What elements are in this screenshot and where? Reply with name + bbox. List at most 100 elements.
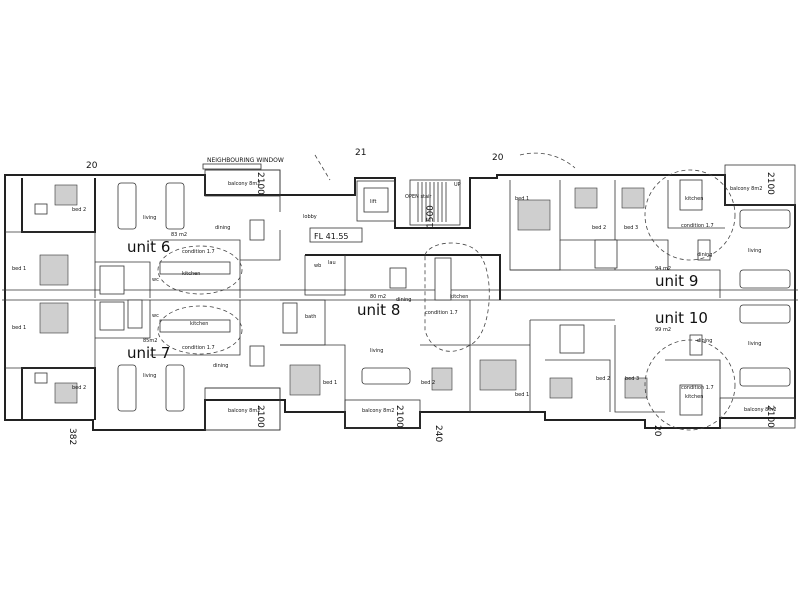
unit-10-title: unit 10 bbox=[655, 309, 708, 327]
dim-label: 2100 bbox=[255, 405, 265, 428]
dim-label: 20 bbox=[492, 153, 504, 163]
lift-shaft bbox=[356, 180, 396, 222]
balcony-label: balcony 8m2 bbox=[228, 181, 260, 187]
balcony-unit10 bbox=[719, 397, 796, 429]
balcony-unit8 bbox=[344, 399, 421, 429]
room-label: bath bbox=[305, 314, 316, 320]
lobby-label: lobby bbox=[303, 214, 317, 220]
bed-1-unit6-icon bbox=[39, 254, 69, 286]
dim-label: 2100 bbox=[255, 172, 265, 195]
unit-8-title: unit 8 bbox=[357, 301, 400, 319]
dining-table-unit8-icon bbox=[389, 267, 407, 289]
bed-1-unit7-icon bbox=[39, 302, 69, 334]
room-label: kitchen bbox=[450, 294, 468, 300]
room-label: wb bbox=[314, 263, 321, 269]
bed-2-unit10-icon bbox=[549, 377, 573, 399]
room-label: bed 1 bbox=[12, 266, 26, 272]
unit-9-title: unit 9 bbox=[655, 272, 698, 290]
kitchen-unit9-icon bbox=[679, 179, 703, 211]
dining-table-unit9-icon bbox=[697, 239, 711, 261]
room-label: wc bbox=[152, 277, 159, 283]
room-label: kitchen bbox=[190, 321, 208, 327]
balcony-unit9 bbox=[724, 164, 796, 206]
kitchen-bench-unit8-icon bbox=[434, 257, 452, 301]
room-label: bed 3 bbox=[625, 376, 639, 382]
stair-up-label: UP bbox=[454, 182, 461, 188]
sofa-unit9-b-icon bbox=[739, 269, 791, 289]
condition-zone-unit7 bbox=[157, 305, 243, 355]
neighbouring-window-label: NEIGHBOURING WINDOW bbox=[207, 157, 284, 164]
sofa-unit8-icon bbox=[361, 367, 411, 385]
floor-level-tag bbox=[309, 227, 363, 243]
room-label: wc bbox=[152, 313, 159, 319]
room-label: living bbox=[370, 348, 383, 354]
bathtub-unit8-icon bbox=[282, 302, 298, 334]
dim-label: 240 bbox=[433, 425, 443, 442]
dim-label: 21 bbox=[355, 148, 366, 158]
room-label: bed 2 bbox=[72, 385, 86, 391]
unit-7-title: unit 7 bbox=[127, 344, 170, 362]
bed-2-unit8-icon bbox=[431, 367, 453, 391]
unit-6-area: 83 m2 bbox=[171, 232, 187, 238]
room-label: bed 1 bbox=[515, 392, 529, 398]
dining-table-unit10-icon bbox=[689, 334, 703, 356]
dim-label: 2100 bbox=[765, 172, 775, 195]
desk-unit6-icon bbox=[34, 203, 48, 215]
room-label: condition 1.7 bbox=[182, 345, 215, 351]
bed-3-unit9-icon bbox=[621, 187, 645, 209]
room-label: dining bbox=[213, 363, 228, 369]
room-label: dining bbox=[396, 297, 411, 303]
desk-unit7-icon bbox=[34, 372, 48, 384]
room-label: bed 2 bbox=[72, 207, 86, 213]
room-label: bed 3 bbox=[624, 225, 638, 231]
bath-unit10-icon bbox=[559, 324, 585, 354]
dim-label: 2100 bbox=[394, 405, 404, 428]
open-stair-label: OPEN stair bbox=[405, 194, 432, 200]
bed-1-unit9-icon bbox=[517, 199, 551, 231]
room-label: condition 1.7 bbox=[425, 310, 458, 316]
bed-2-unit6-icon bbox=[54, 184, 78, 206]
balcony-label: balcony 8m2 bbox=[730, 186, 762, 192]
room-label: kitchen bbox=[182, 271, 200, 277]
sofa-unit10-b-icon bbox=[739, 367, 791, 387]
room-label: bed 1 bbox=[323, 380, 337, 386]
stair-treads bbox=[417, 182, 447, 222]
unit-10-walls bbox=[469, 300, 721, 418]
unit-9-area: 94 m2 bbox=[655, 266, 671, 272]
room-label: dining bbox=[697, 338, 712, 344]
kitchen-bench-unit7-icon bbox=[159, 319, 231, 333]
balcony-label: balcony 8m2 bbox=[228, 408, 260, 414]
room-label: living bbox=[143, 215, 156, 221]
dim-label: 2100 bbox=[765, 405, 775, 428]
dim-label: 382 bbox=[67, 428, 77, 445]
lift-car bbox=[363, 187, 389, 213]
unit-7-area: 85m2 bbox=[143, 338, 157, 344]
bath-unit9-icon bbox=[594, 239, 618, 269]
room-label: condition 1.7 bbox=[681, 223, 714, 229]
room-label: bed 1 bbox=[12, 325, 26, 331]
room-label: condition 1.7 bbox=[681, 385, 714, 391]
lobby-core bbox=[309, 152, 576, 243]
dim-label: 1500 bbox=[426, 205, 436, 228]
bed-1-unit10-icon bbox=[479, 359, 517, 391]
kitchen-bench-unit6-icon bbox=[159, 261, 231, 275]
unit-6-title: unit 6 bbox=[127, 238, 170, 256]
room-label: bed 2 bbox=[592, 225, 606, 231]
balcony-unit6 bbox=[204, 169, 281, 197]
bed-1-unit8-icon bbox=[289, 364, 321, 396]
unit-10-area: 99 m2 bbox=[655, 327, 671, 333]
sofa-unit7-a-icon bbox=[117, 364, 137, 412]
sofa-unit6-a-icon bbox=[117, 182, 137, 230]
balcony-label: balcony 8m2 bbox=[744, 407, 776, 413]
balcony-unit7 bbox=[204, 387, 281, 431]
condition-zone-unit9 bbox=[644, 169, 736, 261]
sofa-unit10-icon bbox=[739, 304, 791, 324]
room-label: condition 1.7 bbox=[182, 249, 215, 255]
lift-label: lift bbox=[370, 199, 376, 205]
balcony-label: balcony 8m2 bbox=[362, 408, 394, 414]
condition-zone-unit8 bbox=[424, 242, 490, 352]
room-label: bed 2 bbox=[421, 380, 435, 386]
room-label: lau bbox=[328, 260, 336, 266]
dining-table-unit7-icon bbox=[249, 345, 265, 367]
